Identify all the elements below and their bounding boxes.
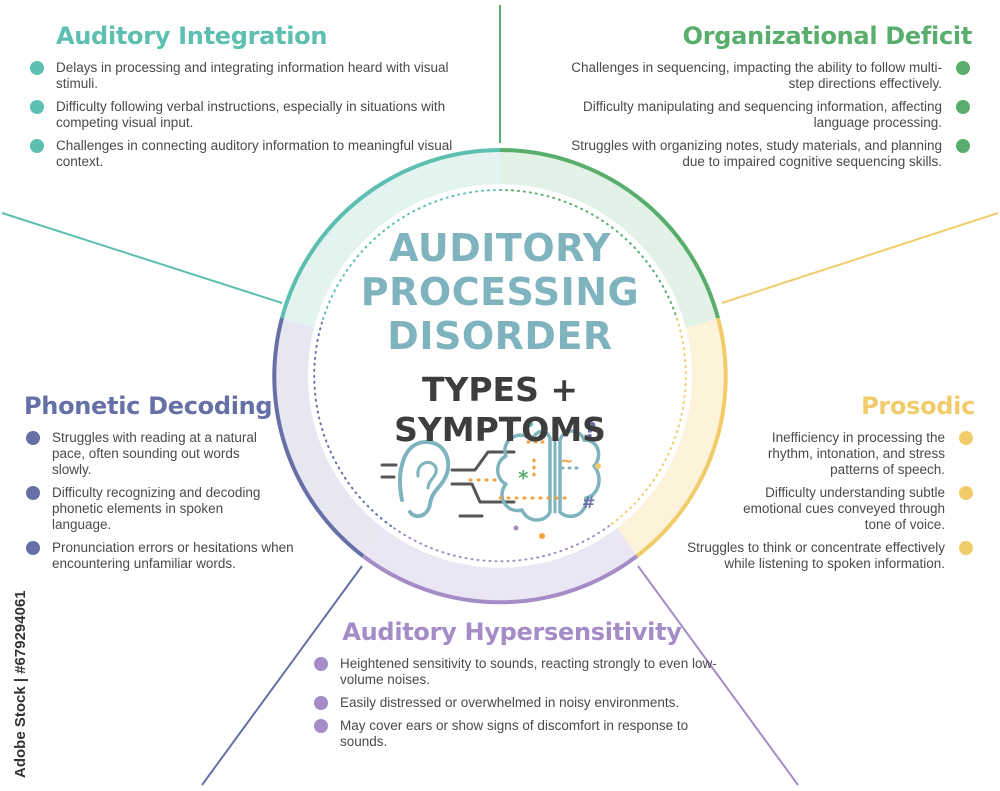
svg-text:*: * xyxy=(518,466,529,490)
bullet-dot-icon xyxy=(30,100,44,114)
section-title: Auditory Integration xyxy=(56,22,328,50)
list-item: Struggles with organizing notes, study m… xyxy=(560,138,972,170)
list-item-text: Easily distressed or overwhelmed in nois… xyxy=(340,695,680,710)
list-item-text: May cover ears or show signs of discomfo… xyxy=(340,718,689,749)
list-item-text: Difficulty recognizing and decoding phon… xyxy=(52,485,261,532)
svg-text:?: ? xyxy=(584,419,597,444)
main-title: AUDITORY PROCESSING DISORDER xyxy=(360,226,640,358)
list-item: Difficulty manipulating and sequencing i… xyxy=(560,99,972,131)
ring-arc-navy xyxy=(272,317,365,558)
list-item: Challenges in connecting auditory inform… xyxy=(28,138,458,170)
list-item-text: Inefficiency in processing the rhythm, i… xyxy=(767,430,945,477)
bullet-dot-icon xyxy=(956,139,970,153)
ring-band-yellow xyxy=(617,318,726,556)
list-item: Pronunciation errors or hesitations when… xyxy=(24,540,352,572)
divider-line-bottom-left xyxy=(201,565,363,786)
list-item: Challenges in sequencing, impacting the … xyxy=(560,60,972,92)
symptom-list: Delays in processing and integrating inf… xyxy=(28,60,458,170)
bullet-dot-icon xyxy=(314,657,328,671)
svg-text:#: # xyxy=(582,493,595,512)
bullet-dot-icon xyxy=(30,139,44,153)
bullet-dot-icon xyxy=(26,541,40,555)
list-item: Struggles with reading at a natural pace… xyxy=(24,430,274,478)
ring-arc-lavender xyxy=(361,554,639,605)
section-prosodic: Prosodic Inefficiency in processing the … xyxy=(687,392,975,579)
bullet-dot-icon xyxy=(959,431,973,445)
list-item-text: Struggles to think or concentrate effect… xyxy=(687,540,945,571)
divider-line-right xyxy=(721,212,999,304)
section-auditory-integration: Auditory Integration Delays in processin… xyxy=(28,22,458,177)
bullet-dot-icon xyxy=(314,696,328,710)
list-item: Heightened sensitivity to sounds, reacti… xyxy=(312,656,732,688)
ring-band-navy xyxy=(274,318,383,556)
divider-line-bottom-right xyxy=(637,565,799,786)
section-phonetic-decoding: Phonetic Decoding Struggles with reading… xyxy=(24,392,324,579)
bullet-dot-icon xyxy=(26,431,40,445)
list-item: Difficulty recognizing and decoding phon… xyxy=(24,485,274,533)
list-item-text: Challenges in connecting auditory inform… xyxy=(56,138,453,169)
symptom-list: Inefficiency in processing the rhythm, i… xyxy=(687,430,975,572)
subtitle: TYPES + SYMPTOMS xyxy=(394,370,606,449)
list-item-text: Struggles with organizing notes, study m… xyxy=(571,138,942,169)
bullet-dot-icon xyxy=(956,100,970,114)
symptom-list: Struggles with reading at a natural pace… xyxy=(24,430,294,572)
ring-band-green xyxy=(500,150,718,328)
svg-text:~: ~ xyxy=(560,451,573,470)
section-auditory-hypersensitivity: Auditory Hypersensitivity Heightened sen… xyxy=(312,618,732,757)
stock-watermark: Adobe Stock | #679294061 xyxy=(12,590,29,778)
bullet-dot-icon xyxy=(30,61,44,75)
list-item-text: Difficulty following verbal instructions… xyxy=(56,99,446,130)
symptom-list: Challenges in sequencing, impacting the … xyxy=(560,60,972,170)
section-title: Phonetic Decoding xyxy=(24,392,273,420)
bullet-dot-icon xyxy=(959,541,973,555)
section-title: Auditory Hypersensitivity xyxy=(342,618,682,646)
ring-arc-green xyxy=(499,148,720,319)
list-item-text: Delays in processing and integrating inf… xyxy=(56,60,449,91)
list-item: Easily distressed or overwhelmed in nois… xyxy=(312,695,732,711)
list-item-text: Difficulty understanding subtle emotiona… xyxy=(743,485,945,532)
list-item: Inefficiency in processing the rhythm, i… xyxy=(700,430,975,478)
ring-arc-yellow xyxy=(635,317,728,558)
list-item: Delays in processing and integrating inf… xyxy=(28,60,458,92)
list-item: Difficulty understanding subtle emotiona… xyxy=(700,485,975,533)
symptom-list: Heightened sensitivity to sounds, reacti… xyxy=(312,656,732,750)
list-item: May cover ears or show signs of discomfo… xyxy=(312,718,732,750)
list-item-text: Struggles with reading at a natural pace… xyxy=(52,430,257,477)
bullet-dot-icon xyxy=(956,61,970,75)
ear-to-brain-icon: * ? # ~ xyxy=(380,419,601,539)
list-item-text: Heightened sensitivity to sounds, reacti… xyxy=(340,656,717,687)
bullet-dot-icon xyxy=(314,719,328,733)
list-item-text: Challenges in sequencing, impacting the … xyxy=(571,60,942,91)
section-organizational-deficit: Organizational Deficit Challenges in seq… xyxy=(560,22,972,177)
section-title: Organizational Deficit xyxy=(682,22,973,50)
bullet-dot-icon xyxy=(959,486,973,500)
list-item: Struggles to think or concentrate effect… xyxy=(686,540,975,572)
list-item: Difficulty following verbal instructions… xyxy=(28,99,458,131)
divider-line-left xyxy=(1,212,283,304)
ring-band-lavender xyxy=(363,528,637,603)
ring-band-teal xyxy=(282,150,500,328)
list-item-text: Difficulty manipulating and sequencing i… xyxy=(583,99,942,130)
ring-arc-teal xyxy=(280,148,501,319)
section-title: Prosodic xyxy=(861,392,975,420)
list-item-text: Pronunciation errors or hesitations when… xyxy=(52,540,294,571)
bullet-dot-icon xyxy=(26,486,40,500)
